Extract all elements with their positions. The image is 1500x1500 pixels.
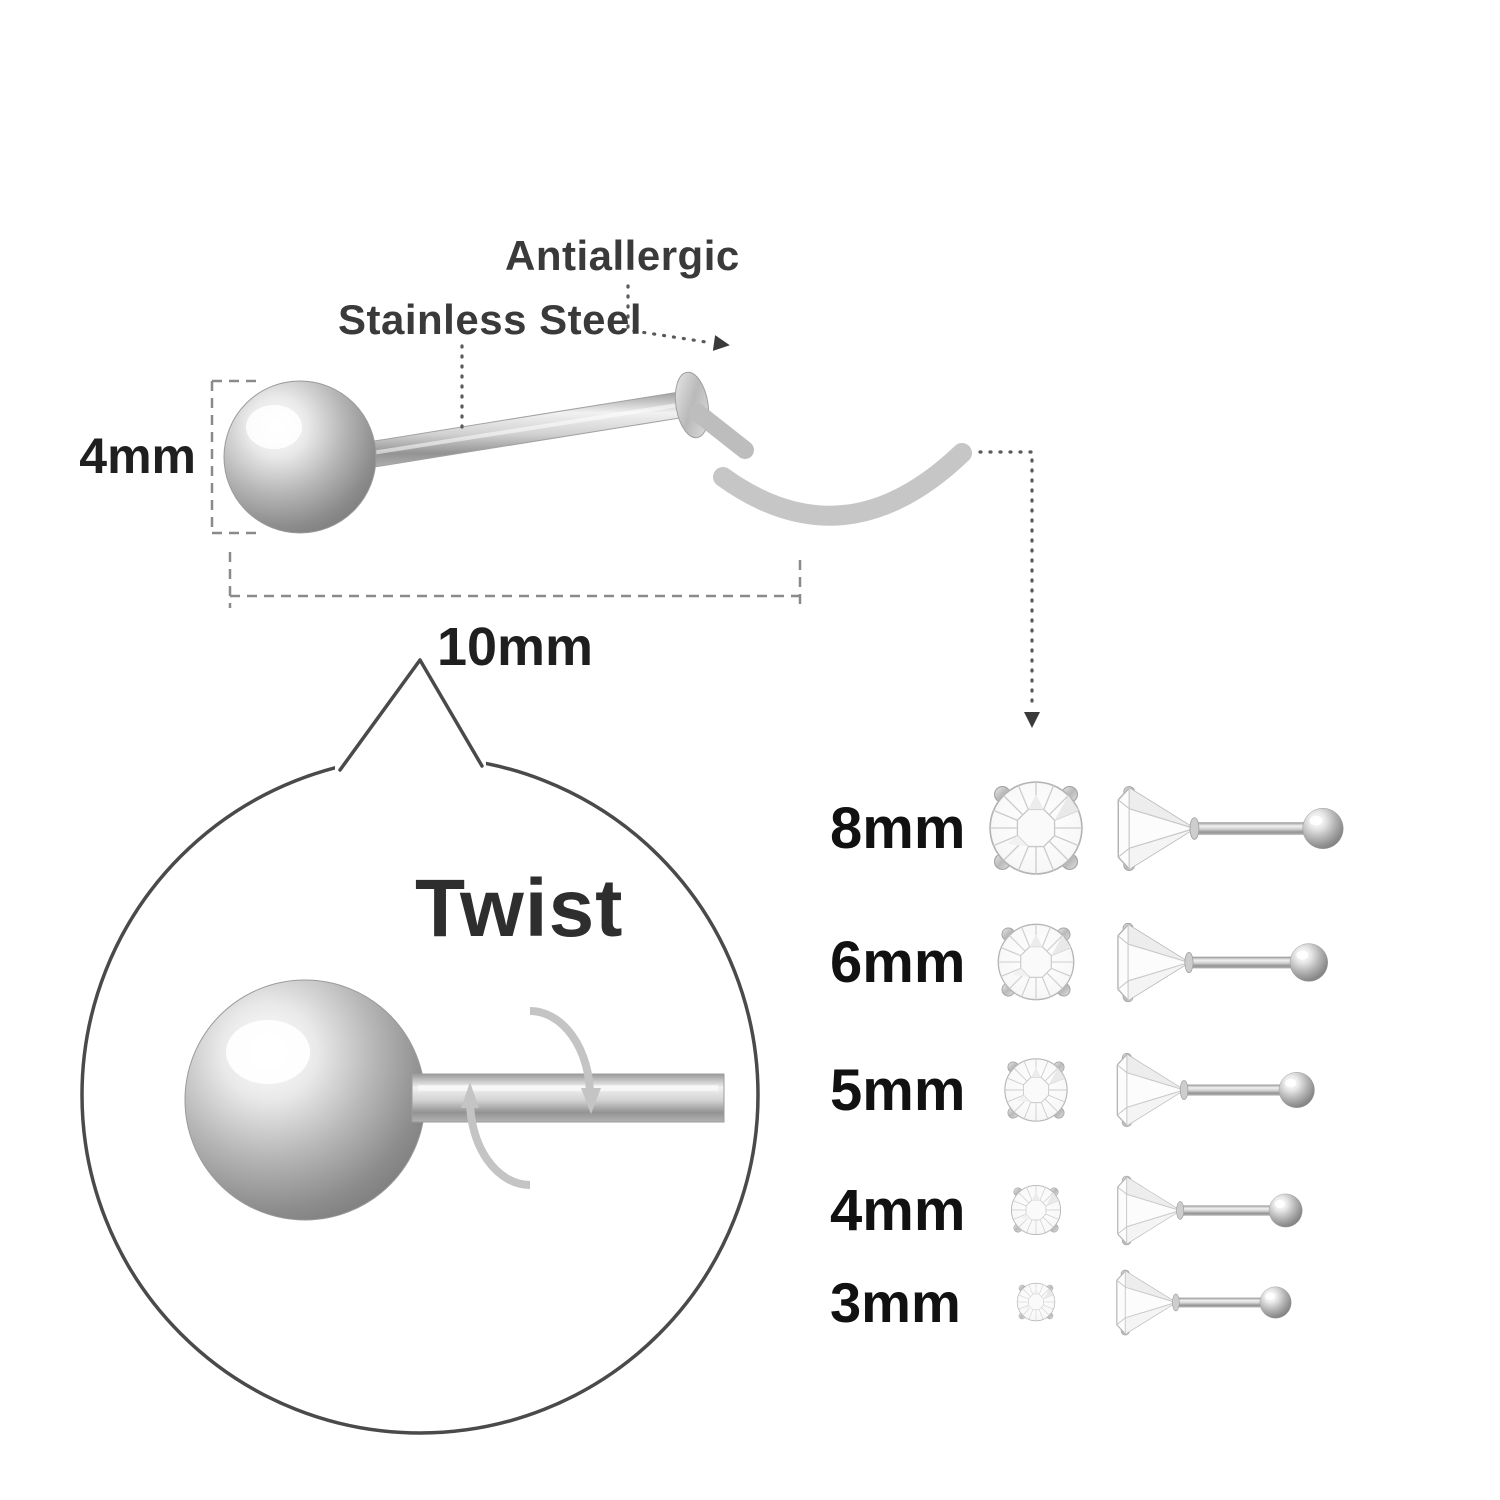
- gem-front-box: [971, 1180, 1101, 1240]
- twist-ball: [184, 979, 426, 1221]
- antiallergic-label: Antiallergic: [505, 232, 740, 279]
- size-label: 6mm: [830, 929, 966, 995]
- size-row-4mm: 4mm: [830, 1170, 1390, 1250]
- earring-side-box: [1113, 1268, 1297, 1337]
- size-label: 5mm: [830, 1057, 966, 1123]
- ball-size-label: 4mm: [79, 428, 196, 484]
- size-label: 3mm: [830, 1270, 961, 1334]
- hero-setting-basket: [713, 443, 972, 526]
- balloon-tail: [338, 658, 484, 772]
- gem-front-box: [971, 1279, 1101, 1325]
- gem-front-illustration: [1013, 1279, 1059, 1325]
- earring-side-illustration: [1113, 784, 1351, 873]
- hero-earring-illustration: [223, 371, 972, 534]
- gem-front-illustration: [998, 1052, 1074, 1128]
- earring-side-box: [1113, 1051, 1321, 1129]
- rotation-arrows-icon: [461, 1007, 601, 1189]
- size-label: 4mm: [830, 1177, 966, 1243]
- gem-front-box: [971, 772, 1101, 884]
- size-label: 8mm: [830, 795, 966, 861]
- earring-side-illustration: [1113, 1174, 1309, 1247]
- gem-front-box: [971, 1052, 1101, 1128]
- earring-side-illustration: [1113, 1268, 1297, 1337]
- gem-front-illustration: [990, 916, 1082, 1008]
- twist-label: Twist: [415, 863, 624, 954]
- size-row-5mm: 5mm: [830, 1046, 1390, 1134]
- size-row-6mm: 6mm: [830, 912, 1390, 1012]
- earring-side-box: [1113, 784, 1351, 873]
- size-row-8mm: 8mm: [830, 770, 1390, 886]
- size-row-3mm: 3mm: [830, 1266, 1390, 1338]
- earring-side-box: [1113, 1174, 1309, 1247]
- gem-front-illustration: [980, 772, 1092, 884]
- twist-bar: [411, 1073, 725, 1123]
- twist-balloon-illustration: [80, 658, 760, 1435]
- gem-front-box: [971, 916, 1101, 1008]
- earring-side-box: [1113, 921, 1335, 1004]
- hero-ball: [223, 380, 377, 534]
- earring-side-illustration: [1113, 921, 1335, 1004]
- stainless-steel-label: Stainless Steel: [338, 296, 642, 343]
- size-chart-arrowhead-icon: [1024, 712, 1040, 728]
- gem-front-illustration: [1006, 1180, 1066, 1240]
- bar-length-label: 10mm: [436, 617, 594, 677]
- earring-side-illustration: [1113, 1051, 1321, 1129]
